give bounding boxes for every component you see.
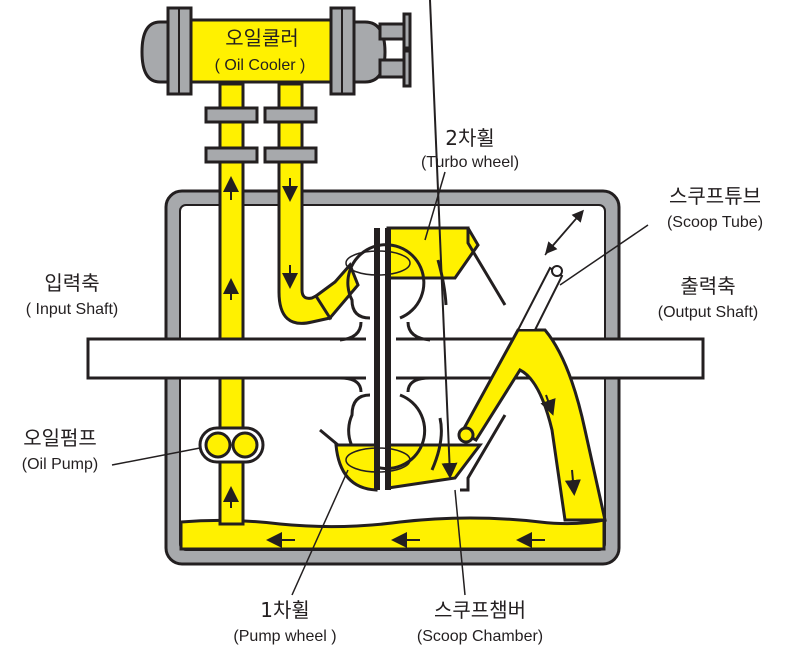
scoop-tube-label-en: (Scoop Tube) xyxy=(667,214,763,231)
input-shaft-label-en: ( Input Shaft) xyxy=(26,301,119,318)
oil-pump-label-en: (Oil Pump) xyxy=(22,456,98,473)
leader-lines xyxy=(111,171,649,596)
scoop-tube xyxy=(457,209,607,522)
turbo-wheel-label-en: (Turbo wheel) xyxy=(421,154,519,171)
oil-pump xyxy=(198,426,265,464)
input-shaft-label-ko: 입력축 xyxy=(44,271,99,295)
oil-cooler-label-ko: 오일쿨러 xyxy=(225,26,299,50)
output-shaft-label-ko: 출력축 xyxy=(680,274,735,298)
oil-cooler xyxy=(140,6,412,96)
oil-cooler-label-en: ( Oil Cooler ) xyxy=(215,57,306,74)
shaft xyxy=(86,335,705,382)
pump-wheel-label-en: (Pump wheel ) xyxy=(233,628,336,645)
scoop-tube-label-ko: 스쿠프튜브 xyxy=(669,184,761,208)
turbo-wheel-label-ko: 2차휠 xyxy=(445,126,495,150)
scoop-chamber-label-ko: 스쿠프챔버 xyxy=(434,598,526,622)
scoop-chamber-label-en: (Scoop Chamber) xyxy=(417,628,543,645)
pump-wheel-label-ko: 1차휠 xyxy=(260,598,310,622)
output-shaft-label-en: (Output Shaft) xyxy=(658,304,759,321)
oil-pump-label-ko: 오일펌프 xyxy=(23,426,97,450)
coupling-wheels xyxy=(319,0,507,492)
